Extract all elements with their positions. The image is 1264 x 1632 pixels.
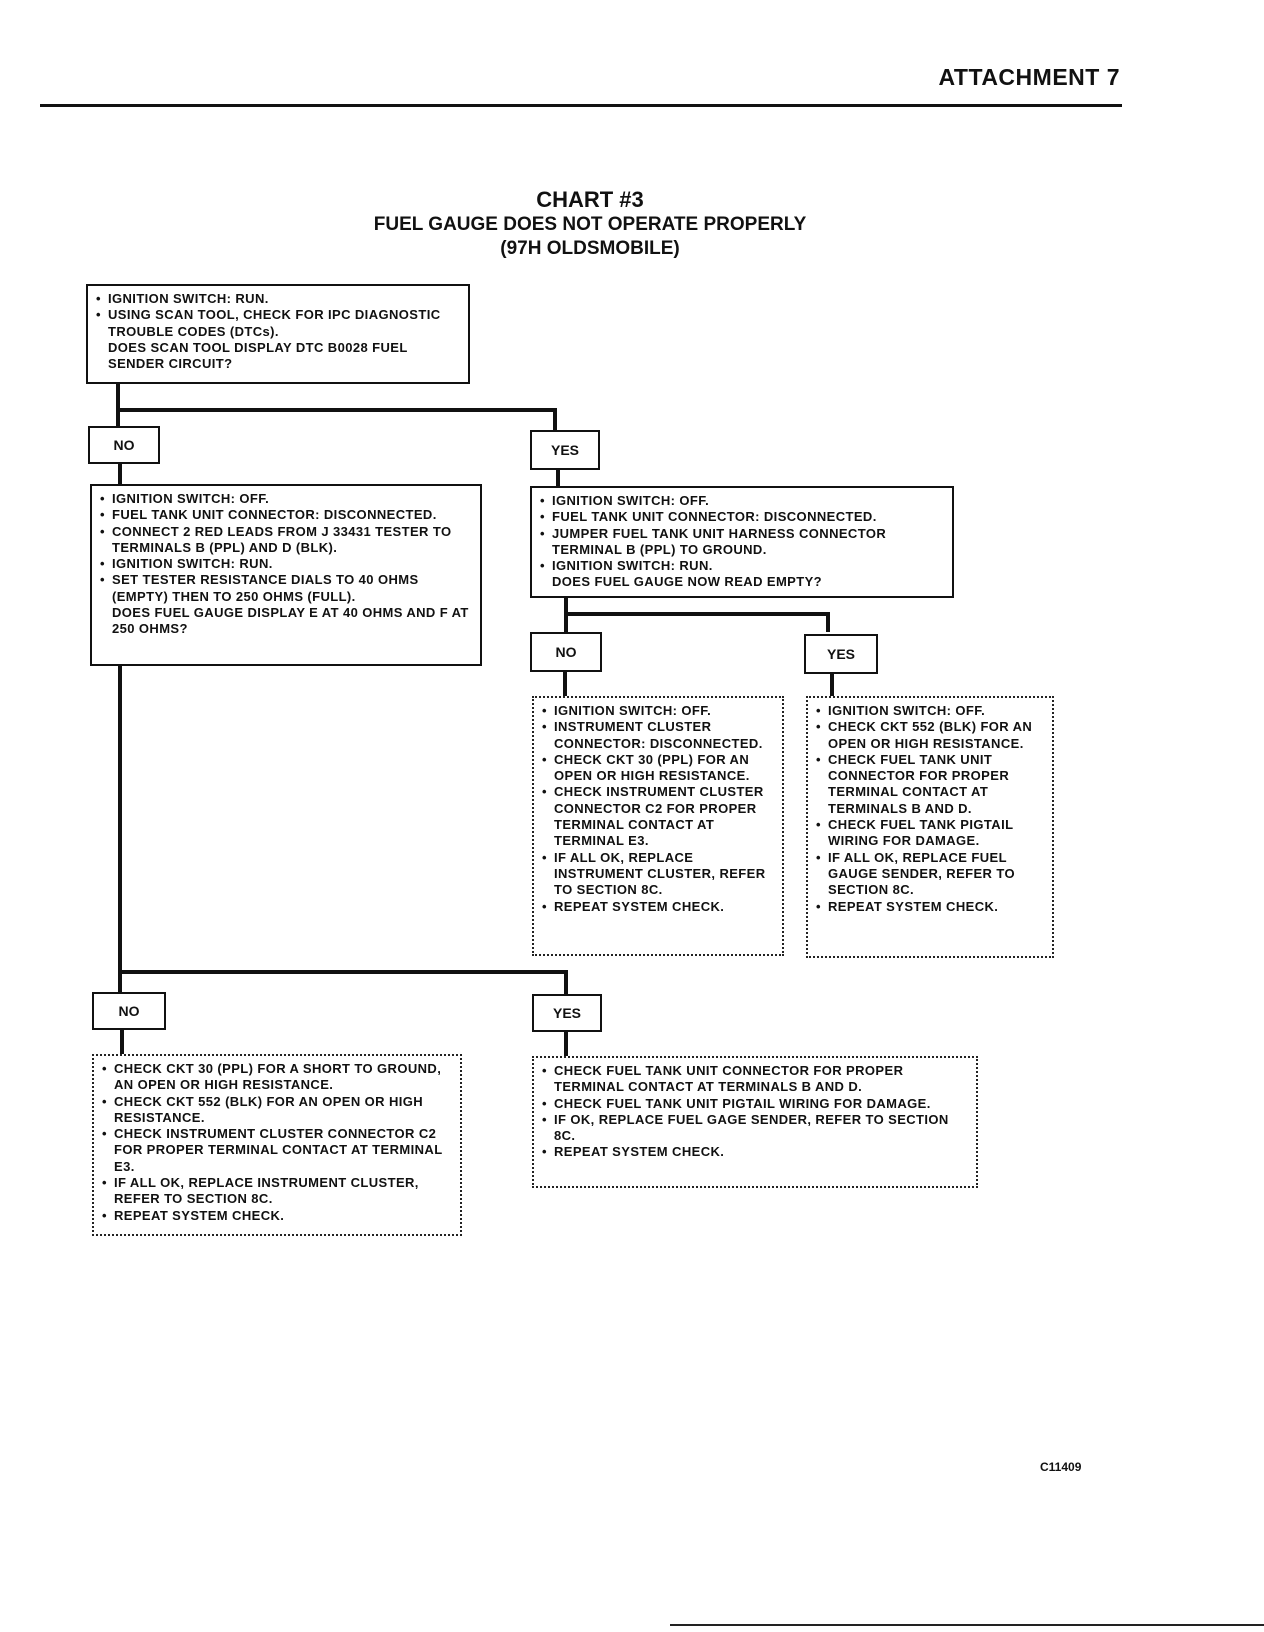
no-label: NO [92, 992, 166, 1030]
list-item: IF OK, REPLACE FUEL GAGE SENDER, REFER T… [540, 1112, 970, 1145]
bottom-rule [670, 1624, 1264, 1626]
attachment-label: ATTACHMENT 7 [938, 64, 1120, 90]
yes-label: YES [804, 634, 878, 674]
chart-model: (97H OLDSMOBILE) [500, 238, 680, 259]
list-item: CHECK CKT 30 (PPL) FOR AN OPEN OR HIGH R… [540, 752, 776, 785]
list-item: CHECK FUEL TANK UNIT CONNECTOR FOR PROPE… [540, 1063, 970, 1096]
connector-no-branch [120, 970, 568, 994]
list-item: IGNITION SWITCH: RUN. [98, 556, 474, 573]
list-item: USING SCAN TOOL, CHECK FOR IPC DIAGNOSTI… [94, 307, 462, 340]
yes-label: YES [532, 994, 602, 1032]
list-item: CHECK INSTRUMENT CLUSTER CONNECTOR C2 FO… [540, 784, 776, 849]
start-step-box: IGNITION SWITCH: RUN. USING SCAN TOOL, C… [86, 284, 470, 384]
yes-no-result-box: IGNITION SWITCH: OFF. INSTRUMENT CLUSTER… [532, 696, 784, 956]
list-item: IGNITION SWITCH: OFF. [814, 703, 1046, 720]
list-item: IF ALL OK, REPLACE FUEL GAUGE SENDER, RE… [814, 850, 1046, 899]
chart-title: CHART #3 [536, 187, 644, 212]
list-item: CHECK CKT 552 (BLK) FOR AN OPEN OR HIGH … [814, 719, 1046, 752]
list-item: REPEAT SYSTEM CHECK. [100, 1208, 454, 1225]
header-rule [40, 104, 1122, 107]
yes-label: YES [530, 430, 600, 470]
list-item: REPEAT SYSTEM CHECK. [814, 899, 1046, 916]
list-item: CHECK CKT 30 (PPL) FOR A SHORT TO GROUND… [100, 1061, 454, 1094]
step-question: DOES SCAN TOOL DISPLAY DTC B0028 FUEL SE… [108, 339, 408, 372]
list-item: IGNITION SWITCH: OFF. [538, 493, 946, 510]
step-question: DOES FUEL GAUGE NOW READ EMPTY? [552, 574, 823, 590]
list-item: CHECK INSTRUMENT CLUSTER CONNECTOR C2 FO… [100, 1126, 454, 1175]
yes-step-box: IGNITION SWITCH: OFF. FUEL TANK UNIT CON… [530, 486, 954, 598]
list-item: FUEL TANK UNIT CONNECTOR: DISCONNECTED. [538, 509, 946, 526]
list-item: IF ALL OK, REPLACE INSTRUMENT CLUSTER, R… [540, 850, 776, 899]
connector-yes-branch [564, 596, 830, 632]
chart-subtitle: FUEL GAUGE DOES NOT OPERATE PROPERLY [373, 214, 807, 235]
list-item: IGNITION SWITCH: RUN. [538, 558, 946, 575]
list-item: IGNITION SWITCH: OFF. [98, 491, 474, 508]
list-item: CHECK FUEL TANK PIGTAIL WIRING FOR DAMAG… [814, 817, 1046, 850]
step-question: DOES FUEL GAUGE DISPLAY E AT 40 OHMS AND… [112, 605, 469, 637]
list-item: REPEAT SYSTEM CHECK. [540, 1144, 970, 1161]
no-yes-result-box: CHECK FUEL TANK UNIT CONNECTOR FOR PROPE… [532, 1056, 978, 1188]
list-item: IGNITION SWITCH: OFF. [540, 703, 776, 720]
list-item: INSTRUMENT CLUSTER CONNECTOR: DISCONNECT… [540, 719, 776, 752]
list-item: FUEL TANK UNIT CONNECTOR: DISCONNECTED. [98, 507, 474, 524]
document-code: C11409 [1040, 1460, 1082, 1474]
no-label: NO [530, 632, 602, 672]
no-label: NO [88, 426, 160, 464]
list-item: IF ALL OK, REPLACE INSTRUMENT CLUSTER, R… [100, 1175, 454, 1208]
no-step-box: IGNITION SWITCH: OFF. FUEL TANK UNIT CON… [90, 484, 482, 666]
connector-start-branch [118, 408, 557, 430]
list-item: IGNITION SWITCH: RUN. [94, 291, 462, 308]
list-item: CHECK FUEL TANK UNIT PIGTAIL WIRING FOR … [540, 1096, 970, 1113]
list-item: SET TESTER RESISTANCE DIALS TO 40 OHMS (… [98, 572, 474, 605]
no-no-result-box: CHECK CKT 30 (PPL) FOR A SHORT TO GROUND… [92, 1054, 462, 1236]
list-item: CHECK FUEL TANK UNIT CONNECTOR FOR PROPE… [814, 752, 1046, 817]
yes-yes-result-box: IGNITION SWITCH: OFF. CHECK CKT 552 (BLK… [806, 696, 1054, 958]
list-item: JUMPER FUEL TANK UNIT HARNESS CONNECTOR … [538, 526, 946, 559]
list-item: REPEAT SYSTEM CHECK. [540, 899, 776, 916]
chart-title-block: CHART #3 FUEL GAUGE DOES NOT OPERATE PRO… [0, 186, 1180, 261]
list-item: CHECK CKT 552 (BLK) FOR AN OPEN OR HIGH … [100, 1094, 454, 1127]
list-item: CONNECT 2 RED LEADS FROM J 33431 TESTER … [98, 524, 474, 557]
